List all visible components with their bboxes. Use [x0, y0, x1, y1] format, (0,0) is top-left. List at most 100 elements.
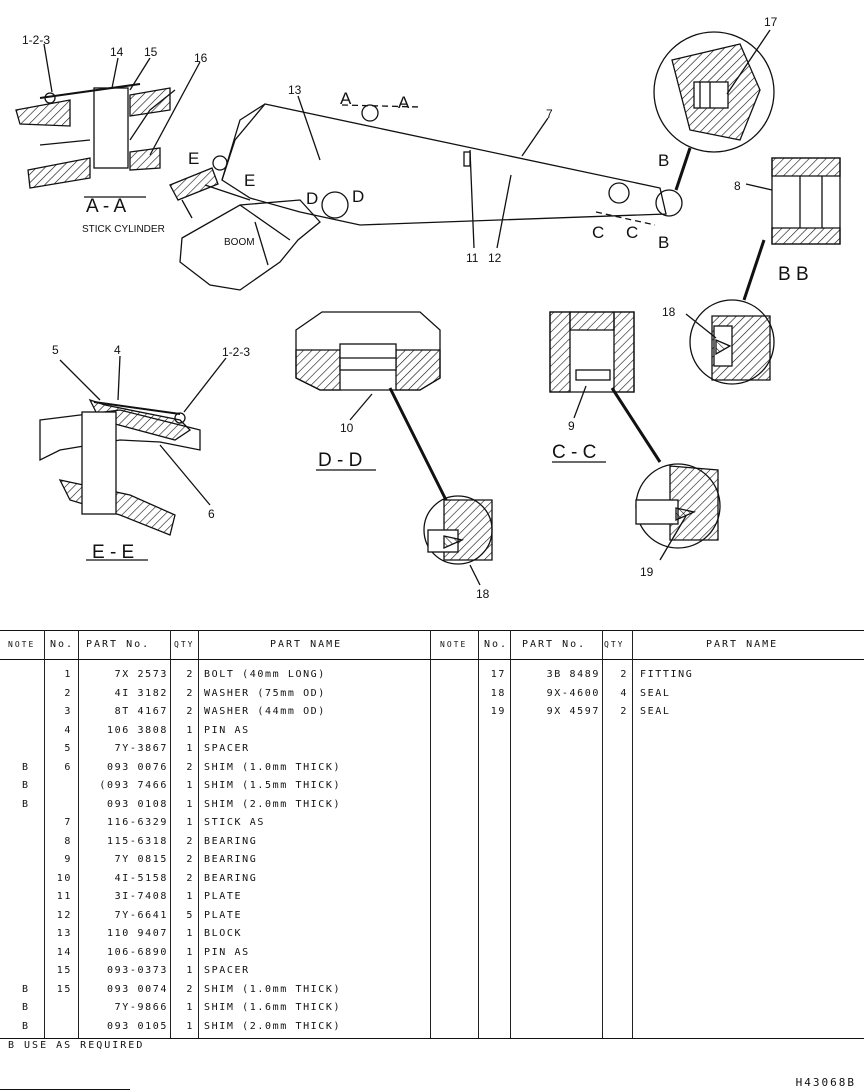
- view-a-a: [15, 83, 176, 198]
- cell-part-no: 8T 4167: [114, 706, 168, 717]
- cell-item-no: 14: [56, 946, 72, 958]
- view-title-a-a: A - A: [86, 196, 126, 217]
- cell-qty: 2: [186, 872, 194, 884]
- cell-qty: 1: [186, 1020, 194, 1032]
- cell-note: [22, 814, 38, 832]
- cell-qty: 2: [186, 854, 194, 865]
- column-divider: [78, 630, 79, 1038]
- cell-note: B: [22, 1002, 30, 1013]
- view-d-d: [295, 311, 493, 586]
- section-letter-e: E: [188, 149, 199, 168]
- view-title-e-e: E - E: [92, 542, 134, 563]
- cell-qty: 1: [186, 1002, 194, 1013]
- header-qty-right: QTY: [604, 640, 625, 649]
- cell-note: [440, 685, 470, 703]
- cell-qty: 1: [186, 928, 194, 939]
- cell-qty: 1: [186, 724, 194, 736]
- cell-part-no: 093 0074: [107, 983, 168, 995]
- cell-part-no: 115-6318: [107, 835, 168, 847]
- view-e-e: [39, 355, 227, 561]
- cell-qty: 1: [186, 743, 194, 754]
- cell-item-no: 1: [64, 669, 72, 680]
- cell-part-name: SHIM (2.0mm THICK): [204, 798, 342, 810]
- cell-part-no: 093 0108: [107, 798, 168, 810]
- cell-qty: 2: [186, 983, 194, 995]
- column-divider: [170, 630, 171, 1038]
- callout-1-2-3-ee: 1-2-3: [222, 345, 250, 359]
- stick-assembly: [169, 103, 683, 291]
- callout-5: 5: [52, 343, 59, 357]
- callout-18-bb: 18: [662, 305, 676, 319]
- column-divider: [632, 630, 633, 1038]
- cell-note: [22, 888, 38, 906]
- cell-item-no: [46, 777, 72, 795]
- cell-part-no: 3B 8489: [546, 669, 600, 680]
- header-no-right: No.: [484, 639, 508, 650]
- cell-part-no: 7X 2573: [114, 669, 168, 680]
- section-letter-d: D: [306, 189, 318, 208]
- cell-part-no: (093 7466: [99, 780, 168, 791]
- cell-qty: 4: [620, 687, 628, 699]
- callout-13: 13: [288, 83, 302, 97]
- section-letter-a: A: [340, 89, 352, 108]
- drawing-number: H43068B: [795, 1076, 856, 1089]
- cell-qty: 2: [186, 761, 194, 773]
- column-divider: [478, 630, 479, 1038]
- cell-part-no: 7Y-6641: [114, 909, 168, 921]
- column-divider: [430, 630, 431, 1038]
- cell-qty: 2: [620, 669, 628, 680]
- cell-part-no: 7Y-3867: [114, 743, 168, 754]
- cell-part-no: 9X 4597: [546, 706, 600, 717]
- cell-part-name: PLATE: [204, 909, 243, 921]
- callout-16: 16: [194, 51, 208, 65]
- cell-qty: 1: [186, 891, 194, 902]
- cell-part-name: PIN AS: [204, 724, 250, 736]
- cell-part-name: BEARING: [204, 854, 258, 865]
- cell-part-no: 4I-5158: [114, 872, 168, 884]
- callout-8: 8: [734, 179, 741, 193]
- cell-item-no: 11: [56, 891, 72, 902]
- cell-note: [22, 740, 38, 758]
- cell-qty: 1: [186, 798, 194, 810]
- header-qty: QTY: [174, 640, 195, 649]
- header-part-no: PART No.: [86, 639, 151, 650]
- cell-part-name: SHIM (1.6mm THICK): [204, 1002, 342, 1013]
- cell-qty: 2: [620, 706, 628, 717]
- cell-item-no: 13: [56, 928, 72, 939]
- view-title-d-d: D - D: [318, 450, 362, 471]
- cell-part-name: SPACER: [204, 743, 250, 754]
- cell-note: [22, 870, 38, 888]
- header-part-no-right: PART No.: [522, 639, 587, 650]
- cell-qty: 2: [186, 669, 194, 680]
- callout-7: 7: [546, 107, 553, 121]
- cell-part-no: 110 9407: [107, 928, 168, 939]
- callout-14: 14: [110, 45, 124, 59]
- cell-qty: 2: [186, 687, 194, 699]
- cell-item-no: [46, 1018, 72, 1036]
- column-divider: [602, 630, 603, 1038]
- column-divider: [198, 630, 199, 1038]
- view-b-b: [685, 157, 841, 385]
- cell-item-no: 17: [490, 669, 506, 680]
- cell-note: [22, 925, 38, 943]
- cell-note: B: [22, 1020, 30, 1032]
- callout-10: 10: [340, 421, 354, 435]
- view-title-c-c: C - C: [552, 442, 596, 463]
- cell-part-name: BOLT (40mm LONG): [204, 669, 326, 680]
- cell-note: [22, 833, 38, 851]
- cell-note: B: [22, 983, 30, 995]
